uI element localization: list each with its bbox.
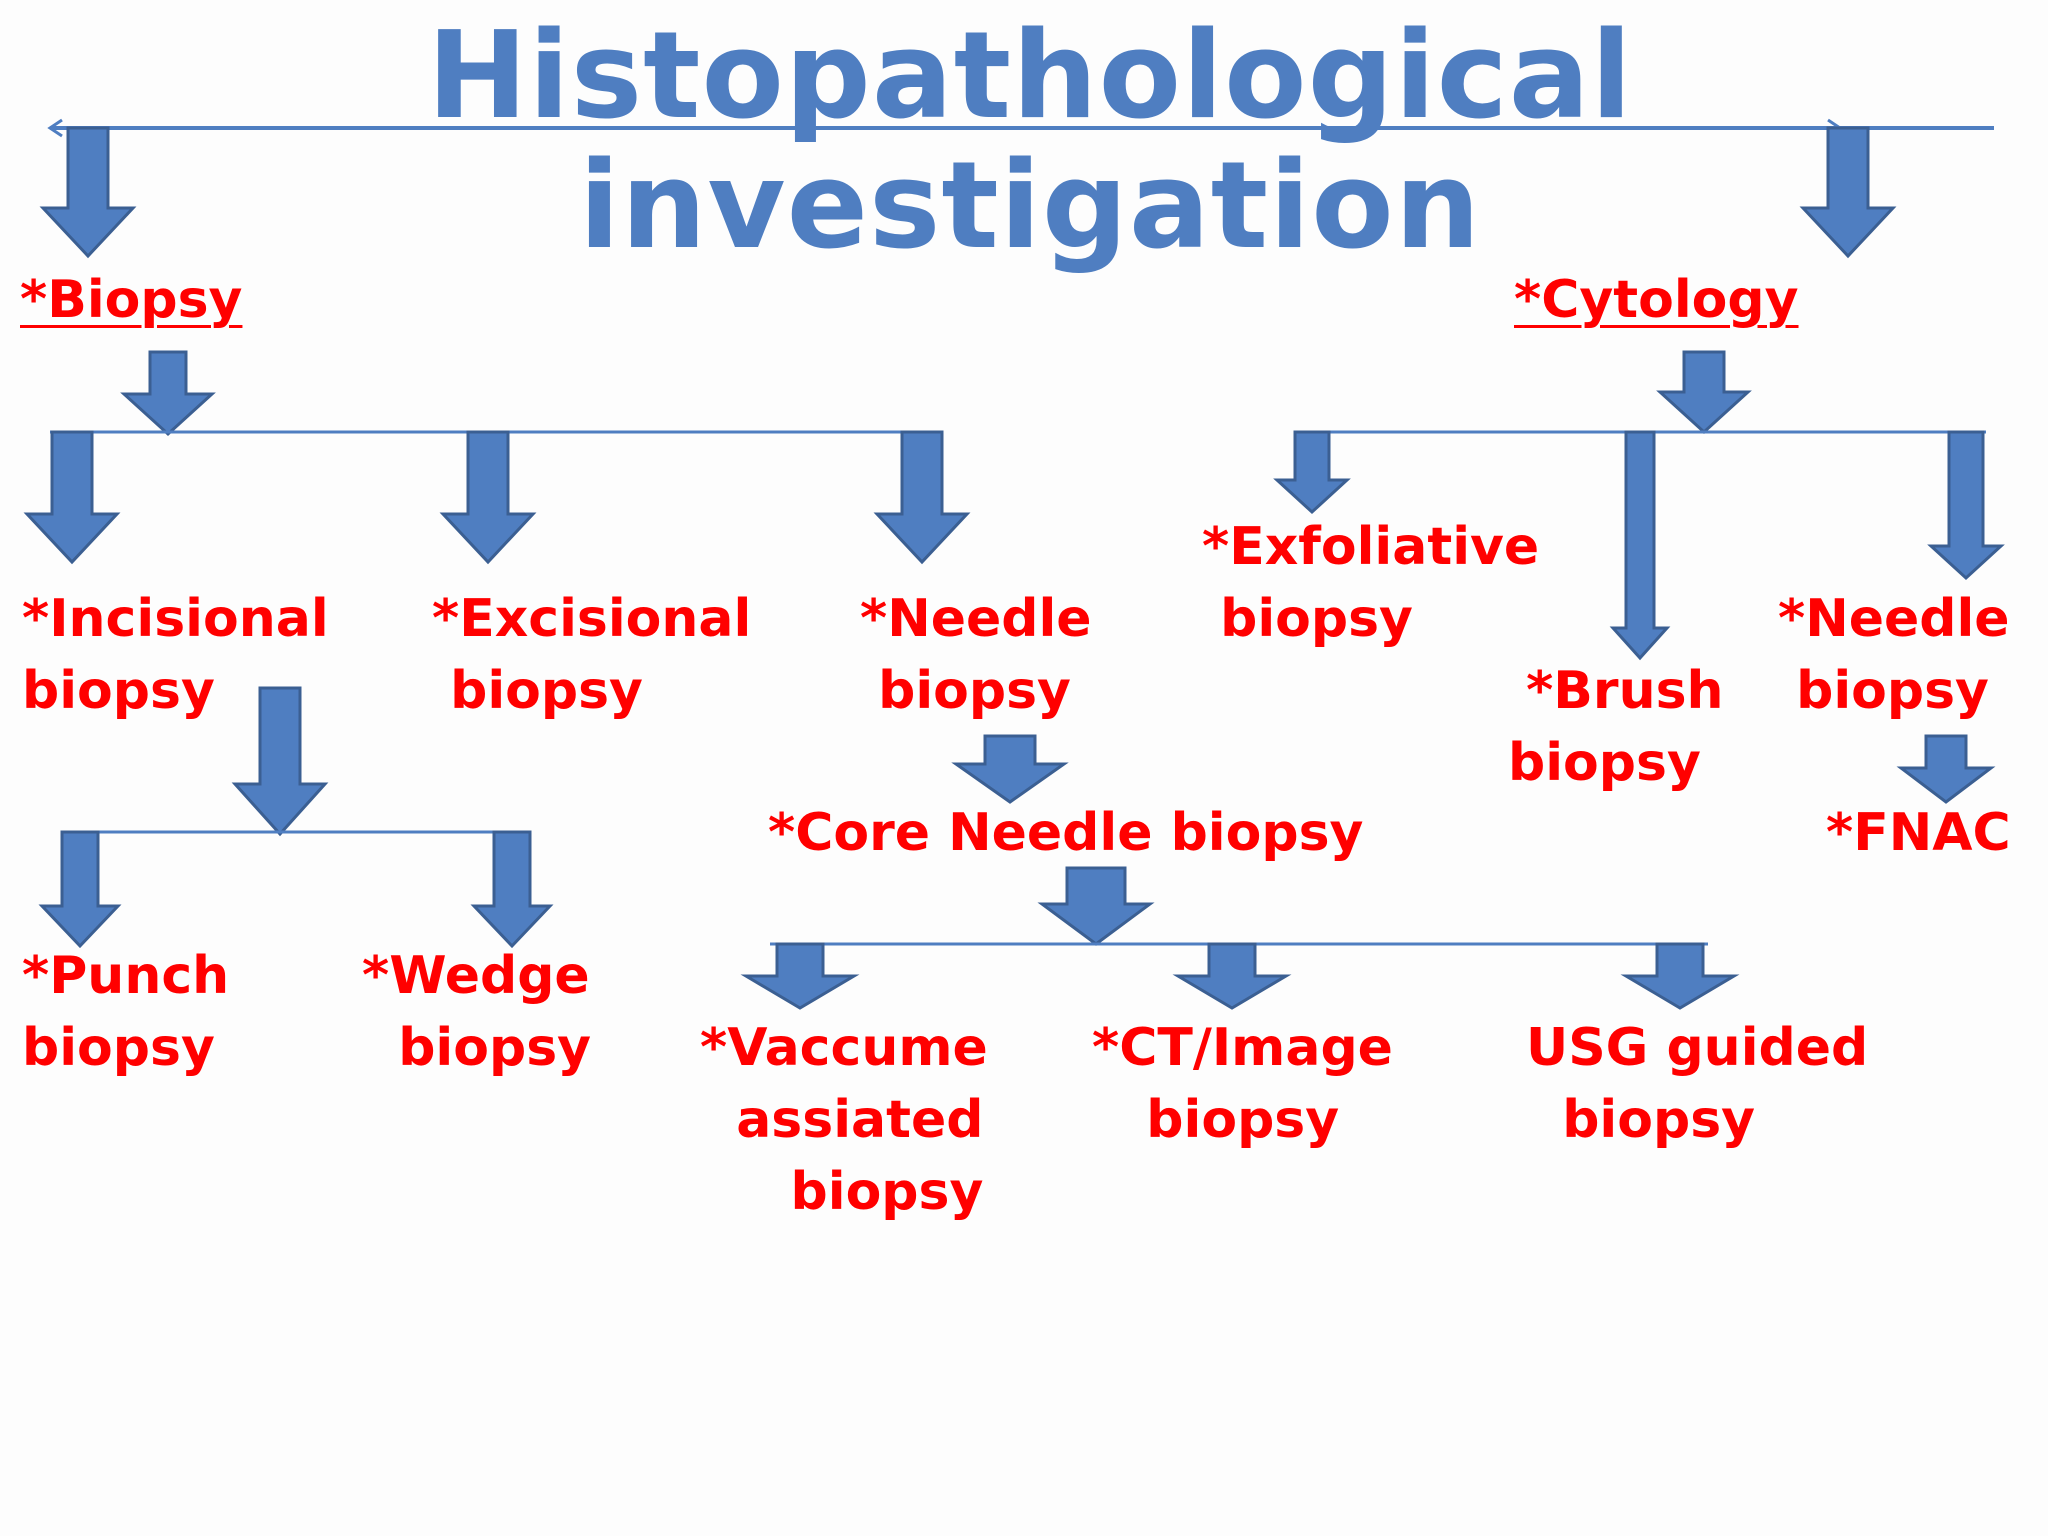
diagram-title: Histopathological investigation (427, 7, 1633, 276)
arrow-to-vaccume (740, 942, 860, 1010)
arrow-to-incisional (23, 430, 121, 565)
arrow-to-brush (1609, 430, 1671, 661)
node-needle-biopsy: *Needle biopsy (860, 589, 1092, 721)
node-wedge-biopsy: *Wedge biopsy (362, 946, 592, 1078)
arrow-cytology-down (1656, 350, 1752, 435)
node-incisional-biopsy: *Incisional biopsy (22, 589, 329, 721)
arrow-to-exfoliative (1273, 430, 1351, 515)
arrow-to-wedge (470, 830, 554, 949)
arrow-to-cytology (1799, 126, 1897, 259)
node-excisional-biopsy: *Excisional biopsy (432, 589, 752, 721)
arrow-biopsy-down (120, 350, 216, 437)
node-fnac: *FNAC (1826, 803, 2011, 863)
node-ct-image-biopsy: *CT/Image biopsy (1092, 1018, 1393, 1150)
arrow-to-needle (873, 430, 971, 565)
arrow-core-needle-down (1037, 866, 1155, 946)
arrow-to-fnac (1896, 734, 1996, 804)
title-connector-left-tip (47, 118, 63, 138)
arrow-to-biopsy (39, 126, 137, 259)
arrow-to-punch (38, 830, 122, 949)
node-vaccume-assiated-biopsy: *Vaccume assiated biopsy (700, 1018, 988, 1222)
node-core-needle-biopsy: *Core Needle biopsy (768, 803, 1364, 863)
node-exfoliative-biopsy: *Exfoliative biopsy (1202, 517, 1540, 649)
arrow-to-ct-image (1172, 942, 1292, 1010)
node-punch-biopsy: *Punch biopsy (22, 946, 230, 1078)
arrow-to-core-needle (951, 734, 1069, 804)
node-biopsy: *Biopsy (20, 270, 243, 330)
arrow-to-needle-cytology (1927, 430, 2005, 581)
arrow-to-excisional (439, 430, 537, 565)
arrow-to-usg (1620, 942, 1740, 1010)
node-needle-cytology: *Needle biopsy (1778, 589, 2010, 721)
node-cytology: *Cytology (1514, 270, 1799, 330)
arrow-incisional-down (231, 686, 329, 837)
node-brush-biopsy: *Brush biopsy (1508, 661, 1724, 793)
node-usg-guided-biopsy: USG guided biopsy (1526, 1018, 1869, 1150)
